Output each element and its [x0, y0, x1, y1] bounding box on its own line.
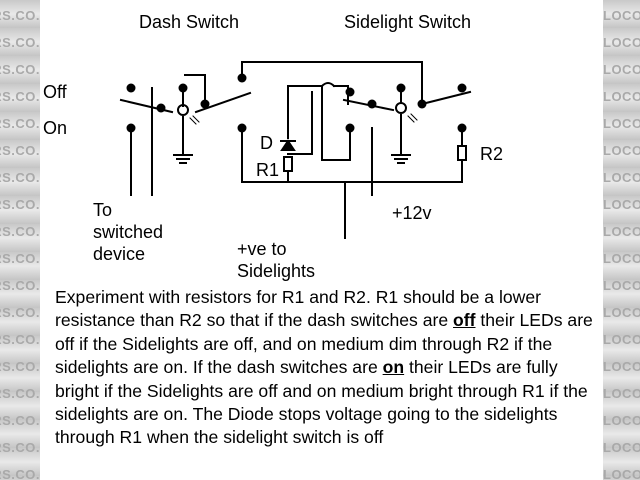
- watermark-text: LOCOST: [603, 62, 640, 77]
- r1-label: R1: [256, 160, 280, 180]
- terminal-dash-off-right: [237, 73, 247, 83]
- watermark-text: DERS.CO.: [0, 359, 40, 374]
- watermark-text: LOCOST: [603, 35, 640, 50]
- watermark-text: DERS.CO.: [0, 116, 40, 131]
- watermark-text: LOCOST: [603, 332, 640, 347]
- watermark-text: DERS.CO.: [0, 170, 40, 185]
- terminal-sidelight-on-right: [457, 123, 467, 133]
- watermark-text: DERS.CO.: [0, 8, 40, 23]
- watermark-text: DERS.CO.: [0, 62, 40, 77]
- watermark-text: LOCOST: [603, 386, 640, 401]
- watermark-text: DERS.CO.: [0, 413, 40, 428]
- watermark-text: LOCOST: [603, 116, 640, 131]
- watermark-text: DERS.CO.: [0, 224, 40, 239]
- circuit-diagram: [119, 61, 472, 239]
- r2-resistor: [457, 145, 467, 161]
- device-label-line3: device: [93, 244, 146, 264]
- explanation-part-3: their LEDs are fully bright if the Sidel…: [55, 357, 588, 448]
- watermark-text: LOCOST: [603, 197, 640, 212]
- explanation-part-1: Experiment with resistors for R1 and R2.…: [55, 287, 542, 331]
- watermark-text: LOCOST: [603, 278, 640, 293]
- watermark-text: DERS.CO.: [0, 305, 40, 320]
- explanation-part-2: their LEDs are off if the Sidelights are…: [55, 310, 593, 378]
- watermark-text: LOCOST: [603, 440, 640, 455]
- watermark-text: LOCOST: [603, 8, 640, 23]
- watermark-text: DERS.CO.: [0, 35, 40, 50]
- watermark-text: DERS.CO.: [0, 197, 40, 212]
- sidelights-label-line1: +ve to: [237, 239, 287, 259]
- watermark-left-strip: DERS.CO. DERS.CO. DERS.CO. DERS.CO. DERS.CO.…: [0, 0, 40, 480]
- device-label-line1: To: [93, 200, 113, 220]
- dash-switch-right-lever: [194, 91, 252, 114]
- watermark-text: LOCOST: [603, 413, 640, 428]
- terminal-dash-on-left: [126, 123, 136, 133]
- terminal-dash-off-left: [126, 83, 136, 93]
- watermark-text: LOCOST: [603, 170, 640, 185]
- diode-label: D: [260, 133, 273, 153]
- off-label: Off: [43, 82, 67, 102]
- watermark-text: DERS.CO.: [0, 89, 40, 104]
- diagram-panel: [40, 0, 603, 480]
- terminal-sidelight-off-left: [345, 87, 355, 97]
- terminal-dash-led-top: [178, 83, 188, 93]
- terminal-sidelight-led-top: [396, 83, 406, 93]
- sidelight-switch-title: Sidelight Switch: [344, 12, 472, 32]
- dash-led-symbol: [177, 104, 189, 116]
- watermark-text: LOCOST: [603, 359, 640, 374]
- watermark-text: DERS.CO.: [0, 143, 40, 158]
- terminal-sidelight-common-left: [367, 99, 377, 109]
- terminal-sidelight-common-right: [417, 99, 427, 109]
- terminal-sidelight-on-left: [345, 123, 355, 133]
- watermark-text: DERS.CO.: [0, 386, 40, 401]
- terminal-dash-common-right: [200, 99, 210, 109]
- watermark-text: LOCOST: [603, 143, 640, 158]
- watermark-text: DERS.CO.: [0, 332, 40, 347]
- underlined-on: on: [382, 357, 405, 378]
- terminal-dash-on-right: [237, 123, 247, 133]
- r2-label: R2: [480, 144, 504, 164]
- dash-switch-title: Dash Switch: [139, 12, 240, 32]
- terminal-sidelight-off-right: [457, 83, 467, 93]
- diode-symbol: [280, 139, 296, 151]
- terminal-dash-common-left: [156, 103, 166, 113]
- supply-label: +12v: [392, 203, 432, 223]
- device-label-line2: switched: [93, 222, 164, 242]
- on-label: On: [43, 118, 68, 138]
- r1-resistor: [283, 156, 293, 172]
- watermark-text: DERS.CO.: [0, 440, 40, 455]
- watermark-text: DERS.CO.: [0, 467, 40, 480]
- watermark-text: LOCOST: [603, 305, 640, 320]
- watermark-text: DERS.CO.: [0, 251, 40, 266]
- watermark-text: DERS.CO.: [0, 278, 40, 293]
- watermark-text: LOCOST: [603, 224, 640, 239]
- underlined-off: off: [453, 310, 476, 331]
- sidelight-switch-right-lever: [420, 90, 472, 106]
- watermark-right-strip: LOCOST LOCOST LOCOST LOCOST LOCOST LOCOST LOCO…: [603, 0, 640, 480]
- sidelights-label-line2: Sidelights: [237, 261, 316, 281]
- watermark-text: LOCOST: [603, 467, 640, 480]
- sidelight-led-symbol: [395, 102, 407, 114]
- explanation-paragraph: Experiment with resistors for R1 and R2.…: [55, 286, 600, 450]
- watermark-text: LOCOST: [603, 89, 640, 104]
- watermark-text: LOCOST: [603, 251, 640, 266]
